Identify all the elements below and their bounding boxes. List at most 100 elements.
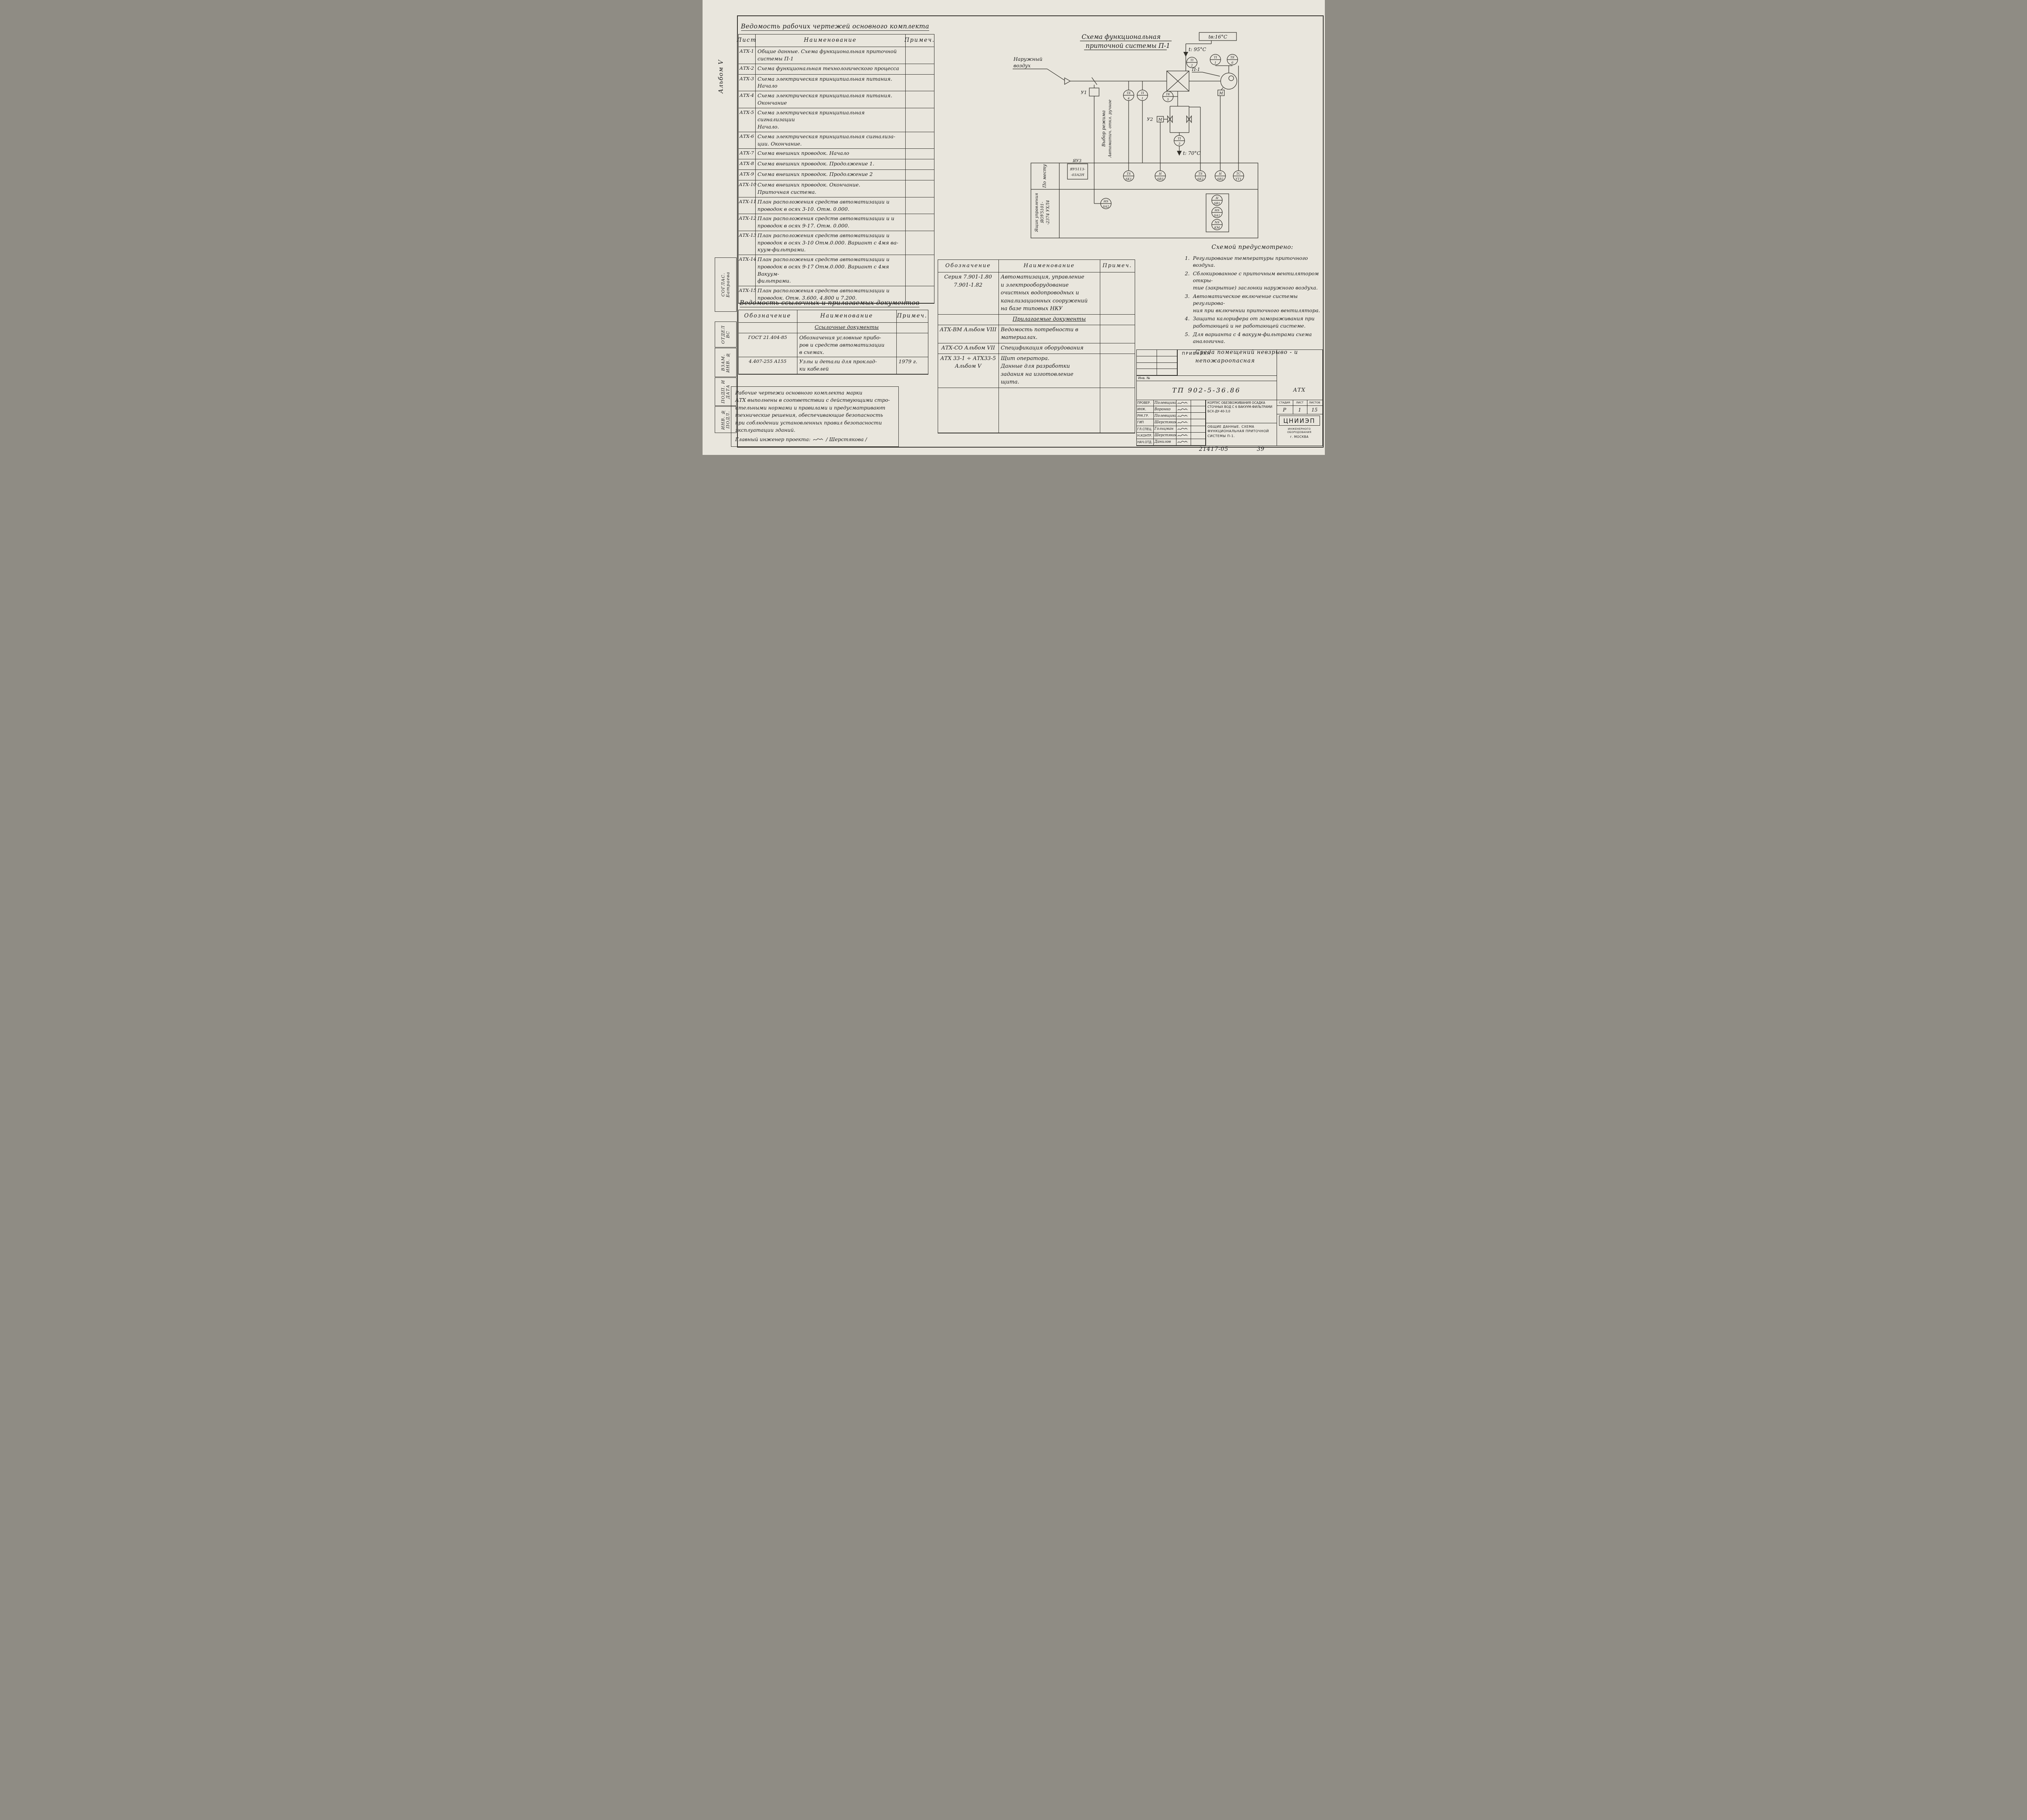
col-header-name: Наименование	[755, 34, 906, 47]
provision-item: 2.Сблокированное с приточным вентиляторо…	[1184, 270, 1325, 292]
control-box-label-3: -2374 УХЛ4	[1046, 200, 1050, 225]
instrument-number: KM	[1214, 226, 1220, 229]
album-label: Альбом V	[717, 54, 724, 99]
stamp-otdel-text: ОТДЕЛ ВС	[720, 325, 731, 344]
instrument-number: 6	[1231, 61, 1233, 64]
signature-squiggle	[1177, 434, 1187, 437]
outside-air-leader	[1047, 69, 1065, 81]
row-code: ГОСТ 21.404-85	[738, 333, 797, 358]
person-date	[1191, 400, 1206, 407]
stage-label: СТАДИЯ	[1276, 400, 1293, 406]
instrument-ti3: TI3	[1173, 135, 1185, 146]
person-date	[1191, 432, 1206, 439]
row-note	[905, 197, 934, 214]
row-name: Щит оператора. Данные для разработки зад…	[999, 354, 1100, 388]
instrument-te6: TE6	[1226, 54, 1238, 65]
outside-air-label-2: воздух	[1014, 63, 1031, 69]
schematic-title-2: приточной системы П-1	[1086, 42, 1170, 49]
row-name: Общие данные. Схема функциональная прито…	[755, 47, 906, 64]
row-note	[1100, 343, 1135, 354]
provision-item: 5.Для варианта с 4 вакуум-фильтрами схем…	[1184, 331, 1325, 345]
row-sheet: АТХ-5	[738, 108, 756, 132]
row-note	[905, 170, 934, 181]
stamp-soglas: СОГЛАС. Батраева	[714, 257, 737, 312]
provision-item: 4.Защита калорифера от замораживания при…	[1184, 315, 1325, 329]
row-code: 4.407-255 А155	[738, 357, 797, 374]
instrument-letter: TI	[1140, 91, 1144, 95]
person-role: РУК.ГР.	[1136, 413, 1154, 420]
col-header-name: Наименование	[999, 260, 1100, 272]
row-note	[905, 149, 934, 160]
signature-squiggle	[813, 437, 823, 442]
instrument-number: SA2	[1103, 205, 1109, 208]
row-code: Серия 7.901-1.80 7.901-1.82	[938, 272, 999, 315]
provisions-block: Схемой предусмотрено: 1.Регулирование те…	[1184, 243, 1325, 365]
title-block: ПРИВЯЗАН Инв. № ТП 902-5-36.86 АТХ ПРОВЕ…	[1136, 349, 1323, 446]
instrument-te5: TE5	[1162, 91, 1174, 102]
outside-air-label-1: Наружный	[1013, 56, 1042, 62]
fan-motor-label: М	[1219, 92, 1223, 96]
yu3-label: ЯУ3	[1072, 159, 1082, 163]
row-sheet: АТХ-14	[738, 255, 756, 286]
instrument-number: SB3	[1157, 177, 1163, 181]
yu-box-line-1: ЯУ5113-	[1069, 167, 1085, 171]
row-note	[905, 180, 934, 197]
instrument-letter: TE	[1166, 92, 1170, 96]
flow-arrow-down-icon	[1176, 151, 1182, 156]
provision-number: 4.	[1185, 315, 1190, 322]
mode-select-label-1: Выбор режима	[1101, 110, 1106, 147]
stamp-podp-data-text: ПОДП. И ДАТА	[720, 379, 731, 404]
chief-engineer-name: / Шерстякова /	[826, 436, 867, 442]
row-note	[905, 255, 934, 286]
row-sheet: АТХ-9	[738, 170, 756, 181]
valve-icon	[1167, 115, 1173, 123]
instrument-ti2: TI2	[1186, 57, 1198, 68]
col-header-note: Примеч.	[1100, 260, 1135, 272]
indoor-temp-value: tв:16°C	[1208, 34, 1227, 40]
person-name: Гольцман	[1153, 426, 1176, 433]
empty-cell	[999, 388, 1100, 433]
row-name: Спецификация оборудования	[999, 343, 1100, 354]
indoor-temp-box	[1198, 32, 1237, 41]
signature-squiggle	[1177, 401, 1187, 404]
sheets-value: 15	[1307, 405, 1322, 414]
row-code: АТХ-ВМ Альбом VIII	[938, 325, 999, 343]
archive-number: 21417-05 39	[1199, 446, 1265, 452]
approval-grid-cell	[1136, 356, 1157, 363]
row-name: Схема электрическая принципиальная сигна…	[755, 108, 906, 132]
stamp-inv-podl: ИНВ. № ПОДЛ.	[714, 406, 737, 433]
drawing-sheet: Альбом V СОГЛАС. Батраева ОТДЕЛ ВС ВЗАМ.…	[702, 0, 1325, 455]
flow-arrow-down-icon	[1183, 52, 1188, 57]
ref-docs-title: Ведомость ссылочных и прилагаемых докуме…	[739, 299, 920, 307]
row-note	[905, 231, 934, 255]
row-name: Ссылочные документы	[797, 323, 897, 333]
hot-water-temp: t: 95°C	[1189, 47, 1206, 52]
row-code: АТХ-СО Альбом VII	[938, 343, 999, 354]
person-name: Полевщикова	[1153, 413, 1176, 420]
row-name: Прилагаемые документы	[999, 314, 1100, 325]
col-header-note: Примеч.	[896, 310, 928, 323]
row-sheet: АТХ-13	[738, 231, 756, 255]
document-mark: АТХ	[1293, 387, 1306, 393]
row-sheet: АТХ-6	[738, 132, 756, 149]
po-mestu-label: По месту	[1042, 164, 1047, 188]
row-name: Схема электрическая принципиальная питан…	[755, 74, 906, 91]
stamp-vzam-inv: ВЗАМ. ИНВ. №	[714, 348, 737, 377]
environment-note: Среда помещений невзрыво - и непожароопа…	[1195, 349, 1298, 364]
person-date	[1191, 413, 1206, 420]
approval-grid-cell	[1157, 362, 1177, 369]
approval-grid-cell	[1157, 369, 1177, 375]
sheet-value: 1	[1292, 405, 1307, 414]
person-signature	[1176, 426, 1191, 433]
person-role: Н.КОНТР.	[1136, 432, 1154, 439]
control-box-label-2: ЯОУ5101-	[1040, 202, 1045, 223]
actuator-u2-label: У2	[1147, 117, 1153, 122]
row-code	[738, 323, 797, 333]
instrument-letter: TS	[1198, 172, 1202, 176]
row-note	[905, 75, 934, 91]
row-name: Узлы и детали для проклад- ки кабелей	[797, 357, 897, 374]
approval-grid	[1136, 350, 1178, 375]
